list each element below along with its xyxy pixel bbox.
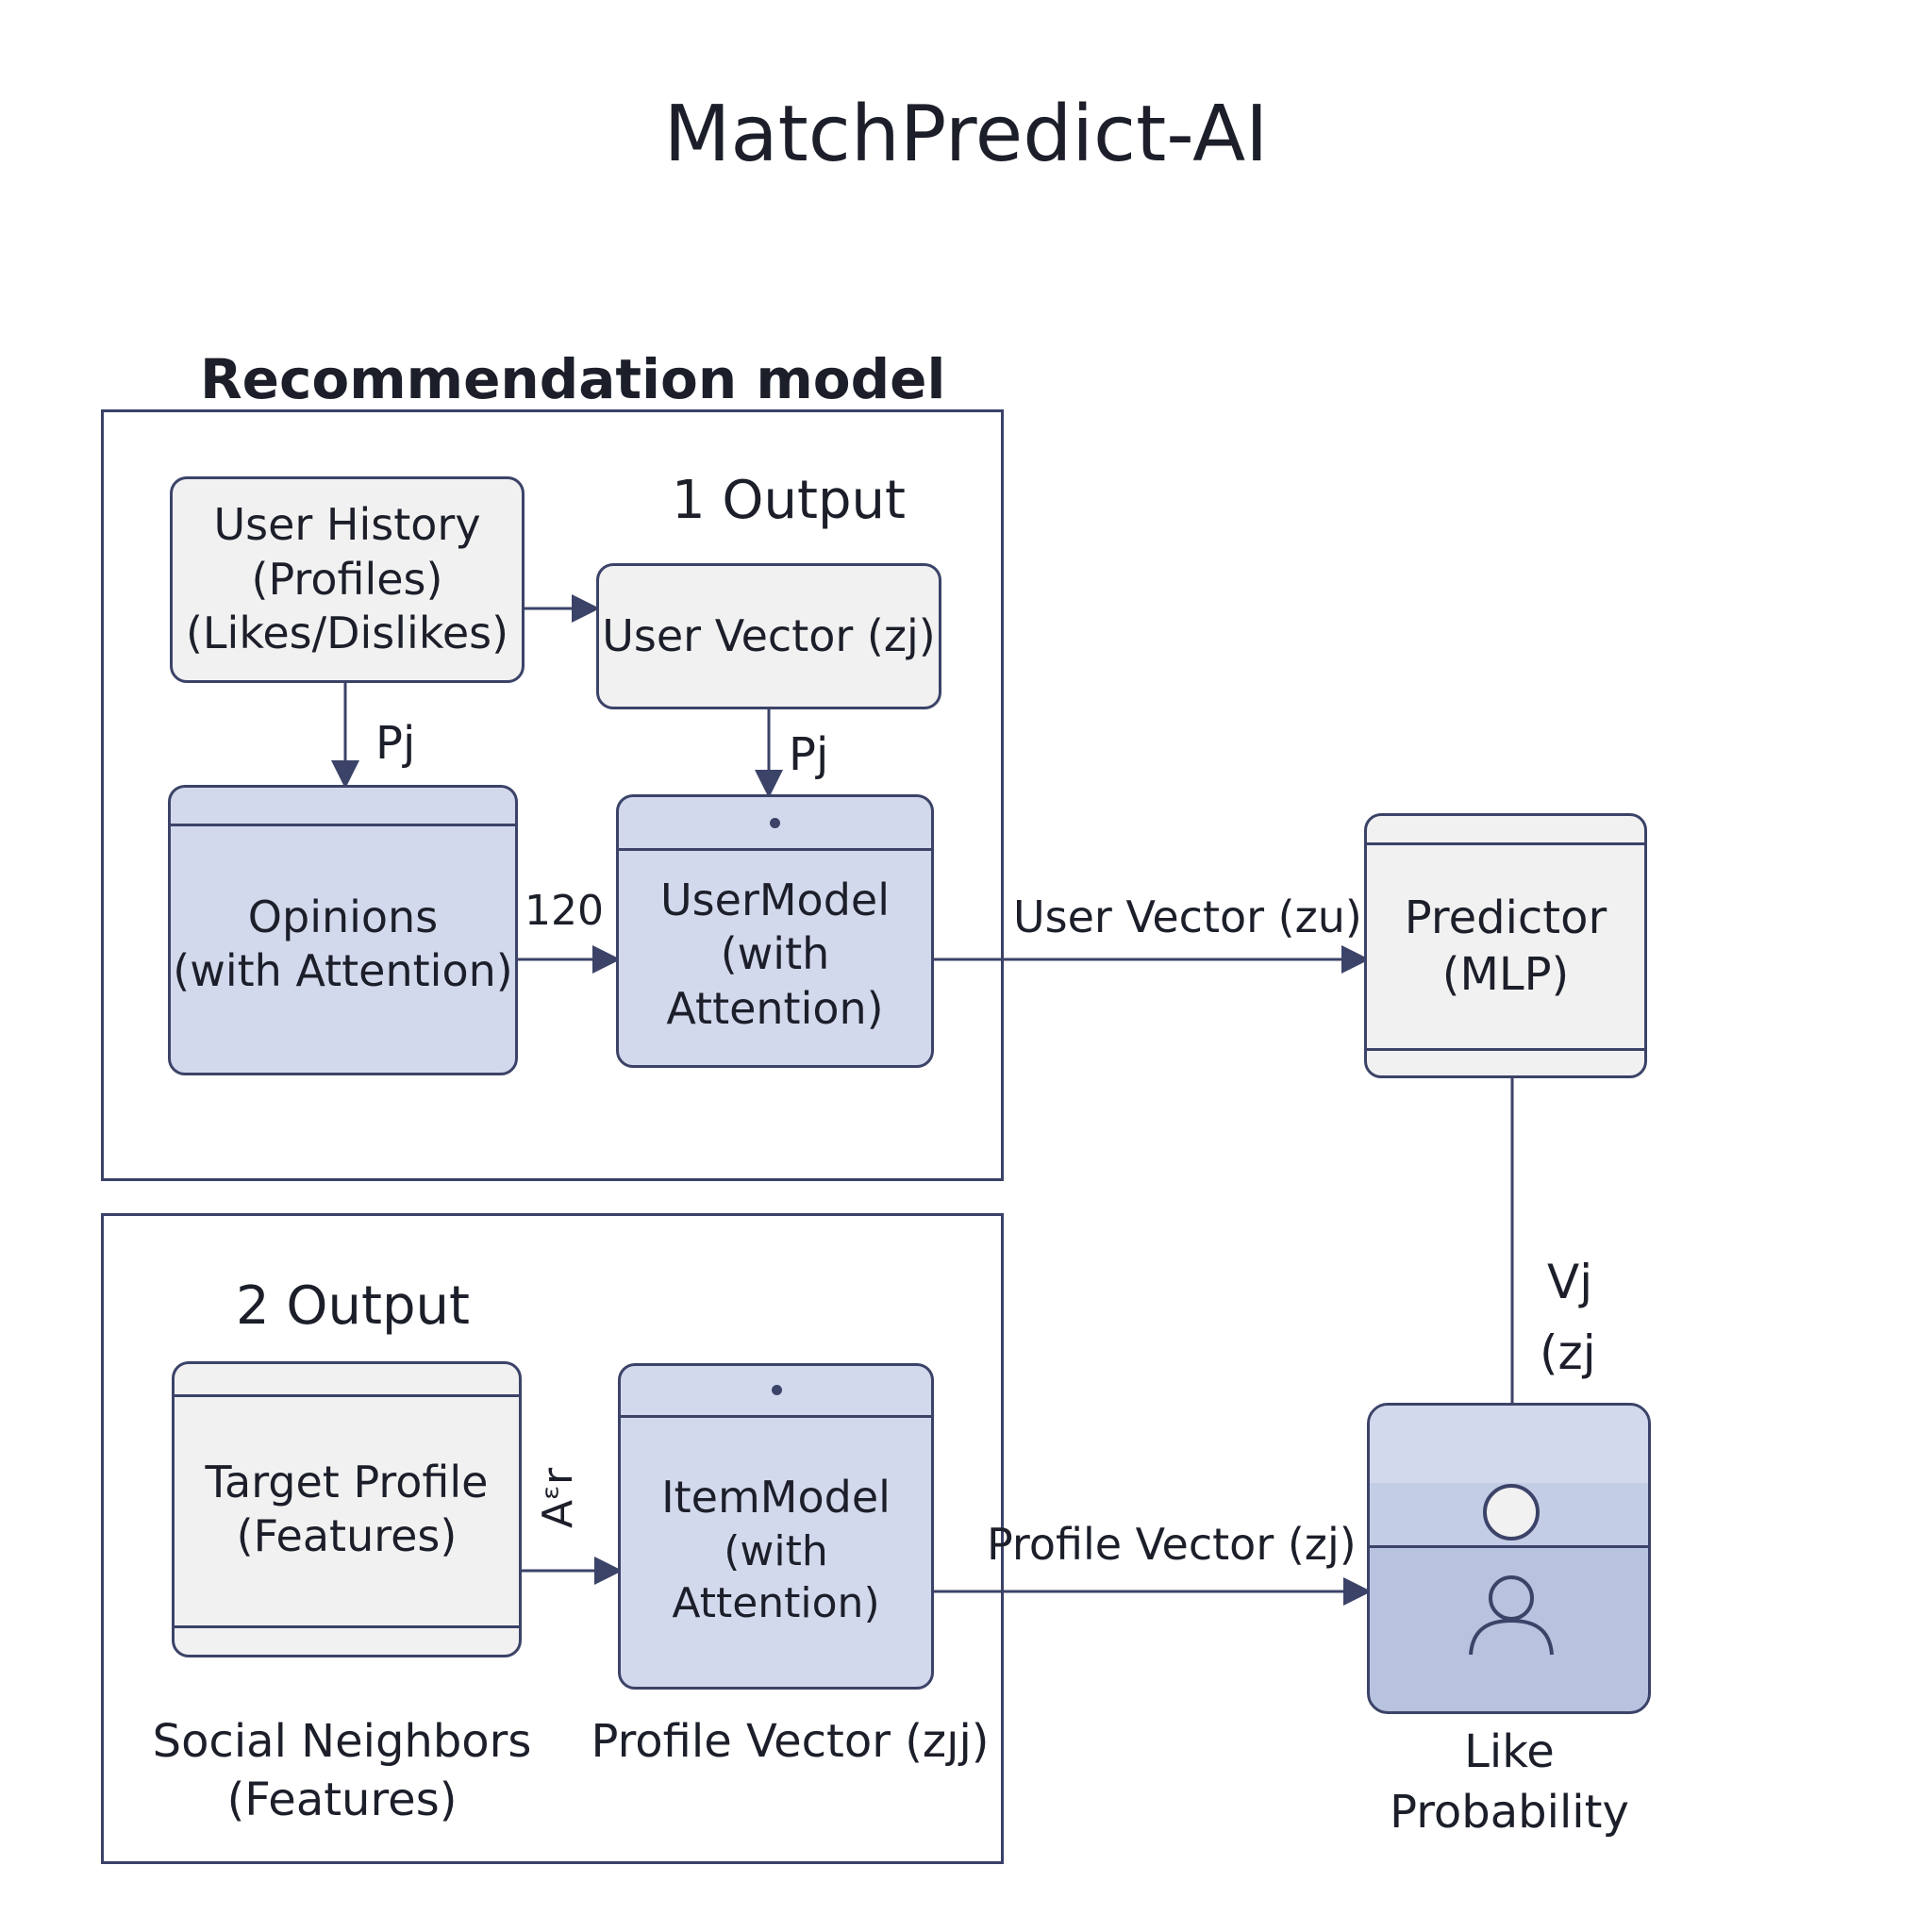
opinions-line2: (with Attention) [173,945,513,996]
output2-frame [101,1213,1004,1864]
user-icon [1469,1575,1554,1656]
dot-icon [770,818,780,828]
recommendation-frame [101,409,1004,1181]
social-neighbors-caption: Social Neighbors (Features) [142,1712,542,1829]
dot-icon [772,1385,782,1395]
usermodel-box: UserModel (with Attention) [616,794,934,1068]
like-probability-line1: Like [1464,1725,1555,1778]
edge-label-profile-vector: Profile Vector (zj) [987,1519,1357,1570]
edge-label-user-vector-zu: User Vector (zu) [1013,891,1362,942]
predictor-line2: (MLP) [1441,947,1570,1001]
like-probability-line2: Probability [1390,1786,1629,1839]
profile-vector-caption: Profile Vector (zȷj) [591,1715,990,1768]
edge-label-vj-line2: (zj [1540,1325,1596,1380]
target-profile-line2: (Features) [236,1510,458,1561]
circle-icon [1483,1484,1540,1541]
usermodel-line2: (with Attention) [666,928,884,1034]
itemmodel-box: ItemModel (with Attention) [618,1363,934,1690]
user-history-line1: User History [213,499,481,551]
target-profile-line1: Target Profile [205,1456,489,1507]
itemmodel-line2: (with Attention) [672,1526,880,1627]
edge-label-pj-right: Pj [789,728,829,781]
target-profile-box: Target Profile (Features) [172,1361,522,1657]
edge-label-attr: Aᵋr [534,1467,582,1528]
edge-label-pj-left: Pj [375,717,416,770]
opinions-line1: Opinions [247,891,439,942]
predictor-box: Predictor (MLP) [1364,813,1647,1078]
social-neighbors-line1: Social Neighbors [152,1715,532,1768]
opinions-box: Opinions (with Attention) [168,785,518,1075]
like-probability-node [1367,1403,1651,1714]
user-vector-box: User Vector (zj) [596,563,941,709]
user-history-box: User History (Profiles) (Likes/Dislikes) [170,476,525,683]
social-neighbors-line2: (Features) [226,1774,458,1826]
diagram-title: MatchPredict-AI [663,90,1269,179]
edge-label-vj-line1: Vj [1547,1255,1593,1309]
user-vector-label: User Vector (zj) [602,609,936,661]
user-history-line3: (Likes/Dislikes) [185,608,509,659]
edge-label-120: 120 [525,887,604,935]
usermodel-line1: UserModel [660,874,890,925]
output1-label: 1 Output [672,470,906,531]
itemmodel-line1: ItemModel [661,1472,891,1524]
like-probability-caption: Like Probability [1358,1722,1660,1842]
section-title: Recommendation model [200,347,946,411]
user-history-line2: (Profiles) [251,553,443,605]
output2-label: 2 Output [236,1275,470,1337]
predictor-line1: Predictor [1404,891,1607,944]
